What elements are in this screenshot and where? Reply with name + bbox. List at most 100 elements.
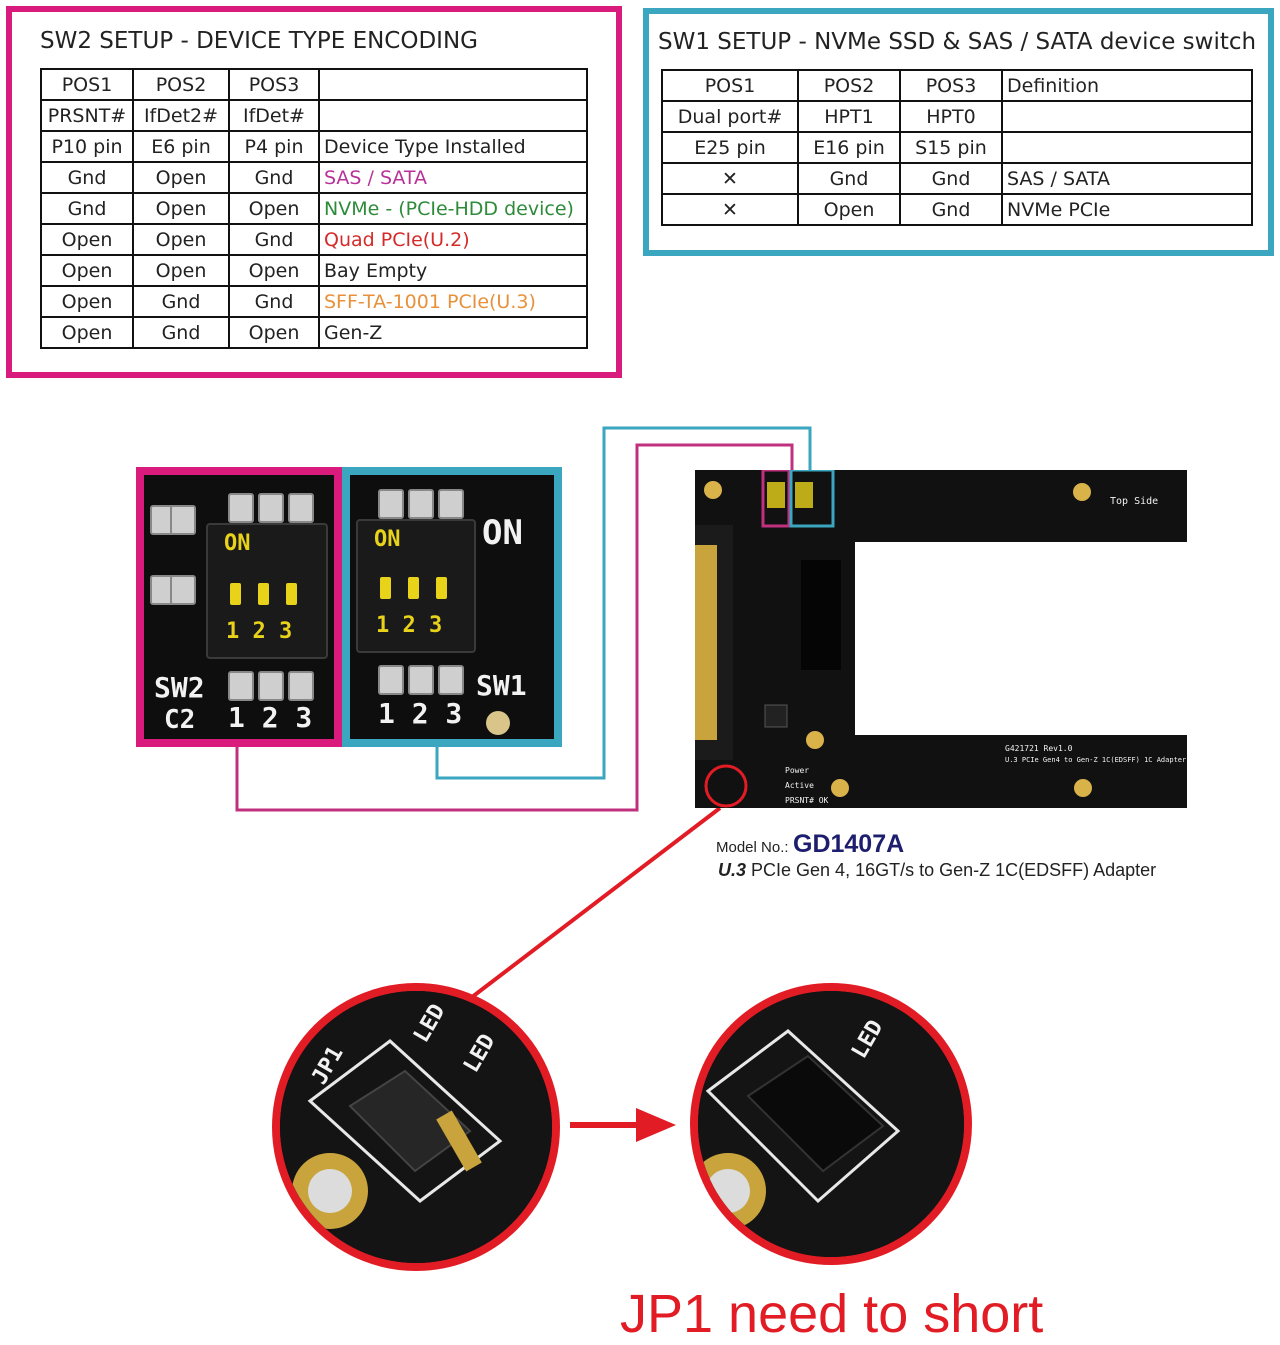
led-prsnt-label: PRSNT# OK [785,796,829,805]
zoom-pointer-line [453,806,722,1012]
sw2-cell-pos2: POS2 [132,68,230,101]
sw2-cell-def: NVMe - (PCIe-HDD device) [318,192,588,225]
sw2-title: SW2 SETUP - DEVICE TYPE ENCODING [40,28,478,54]
sw2-cell-pos1: PRSNT# [40,99,134,132]
dip-lever-1 [380,577,391,599]
dip-pin-pad [438,665,464,695]
sw1-title: SW1 SETUP - NVMe SSD & SAS / SATA device… [658,29,1257,55]
sw1-cell-pos3: S15 pin [899,131,1003,164]
sw1-cell-pos3: HPT0 [899,100,1003,133]
c2-silkscreen-label: C2 [164,705,196,735]
sw1-cell-pos1: ✕ [661,193,799,226]
sw2-dip-switch: ON 1 2 3 [206,523,328,659]
sw2-pin-numbers: 1 2 3 [228,701,313,734]
smd-pad [170,575,196,605]
jumper-pin [436,1110,482,1172]
model-number: GD1407A [793,830,905,858]
sw2-mini-dip [767,482,785,508]
sw1-dip-switch: ON 1 2 3 [356,519,476,653]
sw1-dip-photo: ON ON 1 2 3 SW1 1 2 3 [342,467,562,747]
sw2-cell-pos3: Open [228,254,320,287]
sw1-cell-pos1: POS1 [661,69,799,102]
jumper-outline [705,1029,901,1204]
sw1-cell-pos1: Dual port# [661,100,799,133]
dip-pin-pad [408,489,434,519]
sw2-cell-pos3: P4 pin [228,130,320,163]
sw2-cell-pos1: Gnd [40,161,134,194]
sw2-cell-pos3: IfDet# [228,99,320,132]
sw2-cell-pos3: Open [228,192,320,225]
dip-pin-pad [228,493,254,523]
subtitle-italic: U.3 [718,860,747,880]
sw1-silkscreen-label: SW1 [476,669,527,702]
dip-pin-pad [378,489,404,519]
sw2-row: PRSNT#IfDet2#IfDet# [40,99,588,132]
sw2-silkscreen-label: SW2 [154,671,205,704]
sw1-cell-def [1001,100,1253,133]
sw1-pin-numbers: 1 2 3 [378,697,463,730]
dip-pin-pad [438,489,464,519]
sw1-setup-panel: SW1 SETUP - NVMe SSD & SAS / SATA device… [643,8,1274,256]
sw2-cell-pos2: Open [132,223,230,256]
subtitle-rest: PCIe Gen 4, 16GT/s to Gen-Z 1C(EDSFF) Ad… [746,860,1157,880]
sw2-cell-pos2: Open [132,254,230,287]
sw1-cell-pos2: POS2 [797,69,901,102]
sw2-dip-photo: ON 1 2 3 SW2 C2 1 2 3 [136,467,342,747]
sw1-cell-pos3: POS3 [899,69,1003,102]
sw1-connector-line [435,426,812,780]
sw1-cell-def: Definition [1001,69,1253,102]
dip-lever-3 [436,577,447,599]
sw1-cell-pos2: HPT1 [797,100,901,133]
sw2-cell-def: SFF-TA-1001 PCIe(U.3) [318,285,588,318]
dip-lever-2 [258,583,269,605]
board-rev-label: G421721 Rev1.0 [1005,744,1073,753]
sw2-cell-pos1: Open [40,285,134,318]
mounting-hole-center [308,1169,352,1213]
sw2-cell-pos2: Open [132,192,230,225]
sw2-cell-def: Gen-Z [318,316,588,349]
on-silkscreen-label: ON [482,513,523,553]
dip-pin-pad [288,671,314,701]
smd-pad [170,505,196,535]
dip-lever-1 [230,583,241,605]
mounting-hole [704,481,722,499]
dip-lever-2 [408,577,419,599]
sw2-cell-pos3: Gnd [228,285,320,318]
ic-chip [801,560,841,670]
sw2-cell-pos1: P10 pin [40,130,134,163]
sw1-cell-def [1001,131,1253,164]
sw1-mini-dip [795,482,813,508]
sw1-cell-pos2: Gnd [797,162,901,195]
sw2-cell-pos1: Open [40,316,134,349]
model-number-line: Model No.: GD1407A [716,830,904,859]
sw2-cell-def: Device Type Installed [318,130,588,163]
mounting-hole [486,711,510,735]
sw2-cell-pos2: Open [132,161,230,194]
dip-on-label: ON [224,531,251,556]
dip-pin-pad [258,493,284,523]
arrow-right-icon [636,1108,676,1142]
mounting-hole [831,779,849,797]
model-label: Model No.: [716,839,789,856]
sw2-cell-pos1: Open [40,223,134,256]
sw2-cell-pos3: Gnd [228,223,320,256]
sw2-cell-def: SAS / SATA [318,161,588,194]
pcb-outline [695,470,1187,808]
jp1-open-closeup: JP1 LED LED [272,983,560,1271]
sw2-cell-pos2: Gnd [132,285,230,318]
sw1-cell-def: NVMe PCIe [1001,193,1253,226]
sw2-cell-pos2: Gnd [132,316,230,349]
sw2-cell-pos3: POS3 [228,68,320,101]
mounting-hole [806,731,824,749]
